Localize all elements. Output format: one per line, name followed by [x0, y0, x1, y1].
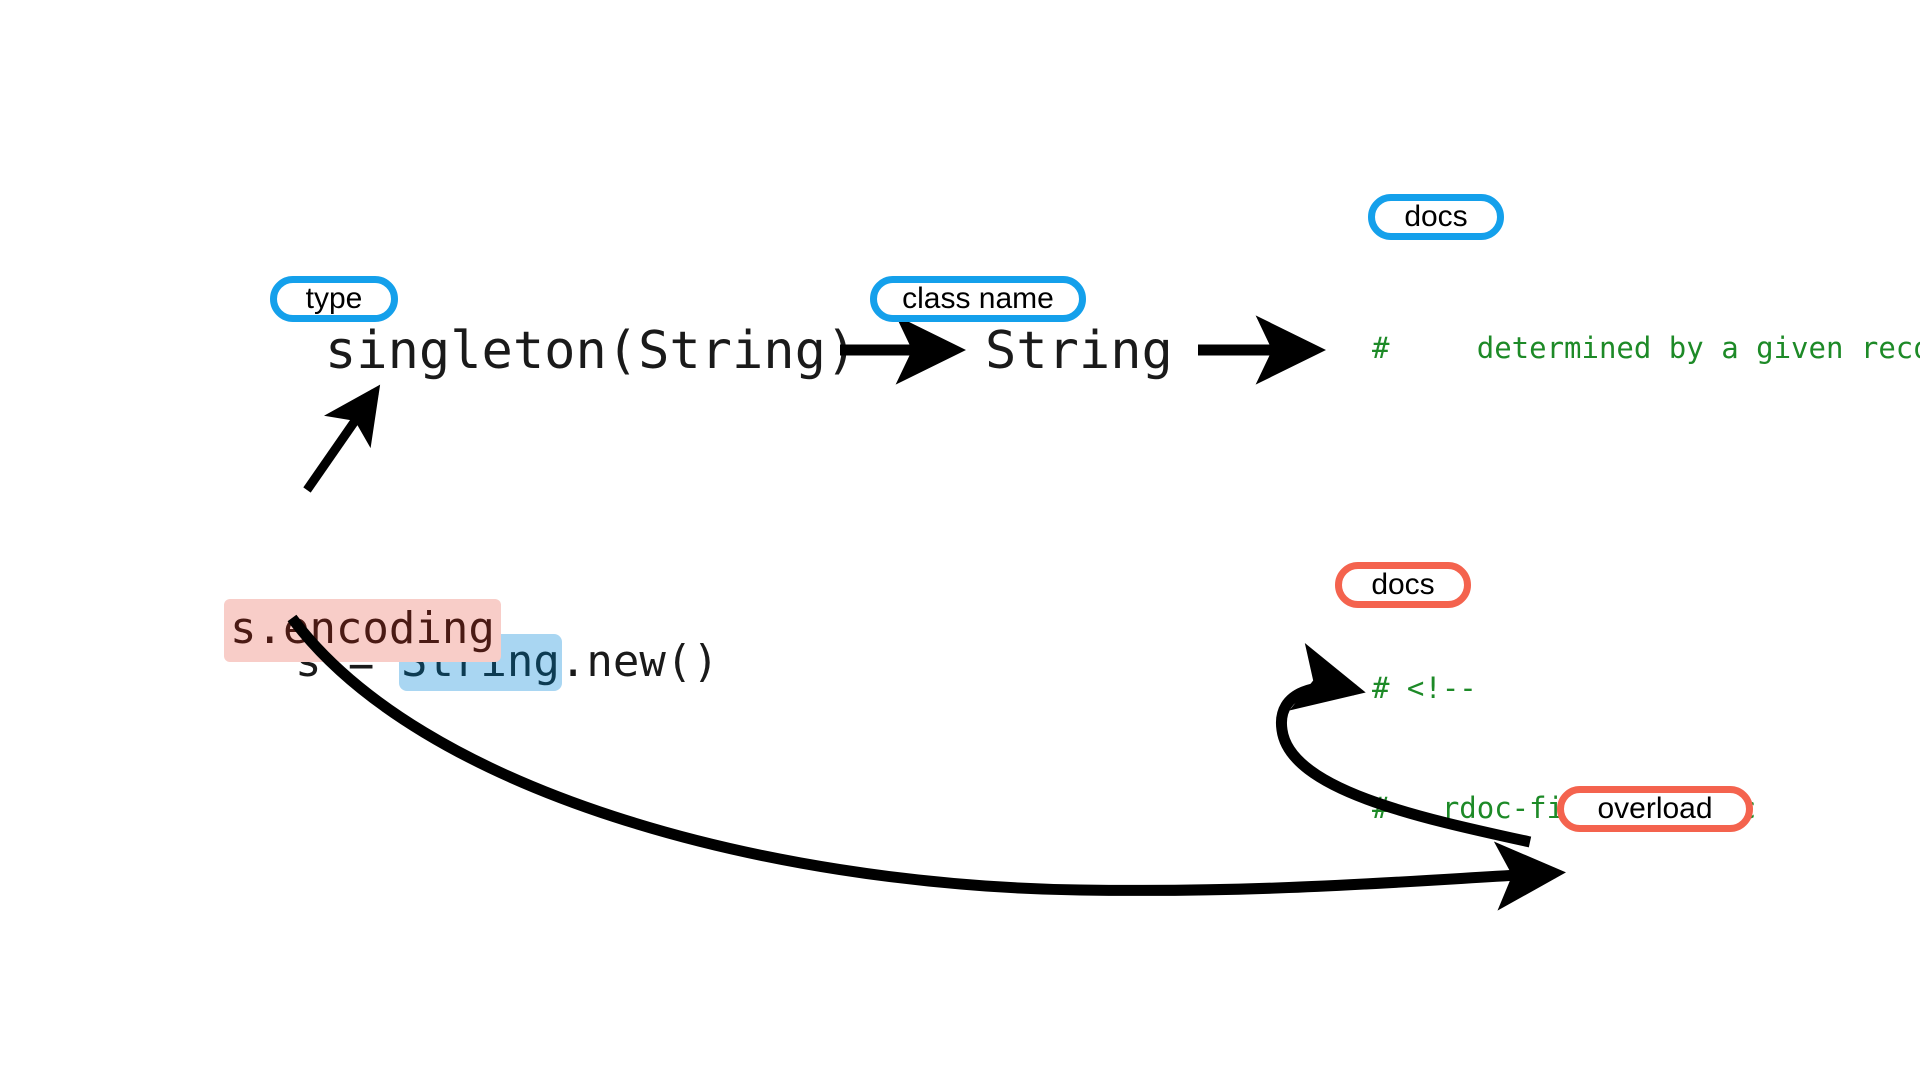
arrow-string-to-type — [303, 384, 381, 493]
badge-class-name[interactable]: class name — [870, 276, 1086, 322]
expression-type-text: singleton(String) — [325, 321, 858, 381]
badge-class-name-label: class name — [902, 282, 1054, 315]
snippet-encoding-highlight[interactable]: s.encoding — [223, 598, 501, 662]
badge-type-label: type — [305, 282, 363, 315]
badge-overload-label: overload — [1597, 792, 1713, 825]
expression-class-text: String — [985, 321, 1173, 381]
badge-docs-bottom-label: docs — [1371, 568, 1435, 601]
docs-bottom-line-0-text: # <!-- — [1372, 671, 1477, 705]
docs-top-line-0-text: # determined by a given record s — [1372, 331, 1920, 365]
docs-bottom-block: # <!-- # rdoc-file=string.c # - obj.enco… — [1372, 588, 1920, 878]
badge-overload[interactable]: overload — [1557, 786, 1753, 832]
badge-type[interactable]: type — [270, 276, 398, 322]
badge-docs-top-label: docs — [1404, 200, 1468, 233]
docs-bottom-line: # <!-- — [1372, 668, 1920, 708]
snippet-line1-suffix: .new() — [559, 635, 719, 687]
docs-top-line: # determined by a given record s — [1372, 328, 1920, 368]
badge-docs-bottom[interactable]: docs — [1335, 562, 1471, 608]
badge-docs-top[interactable]: docs — [1368, 194, 1504, 240]
snippet-line-encoding: s.encoding — [118, 557, 501, 700]
docs-top-block: # determined by a given record s # * #up… — [1372, 248, 1920, 418]
